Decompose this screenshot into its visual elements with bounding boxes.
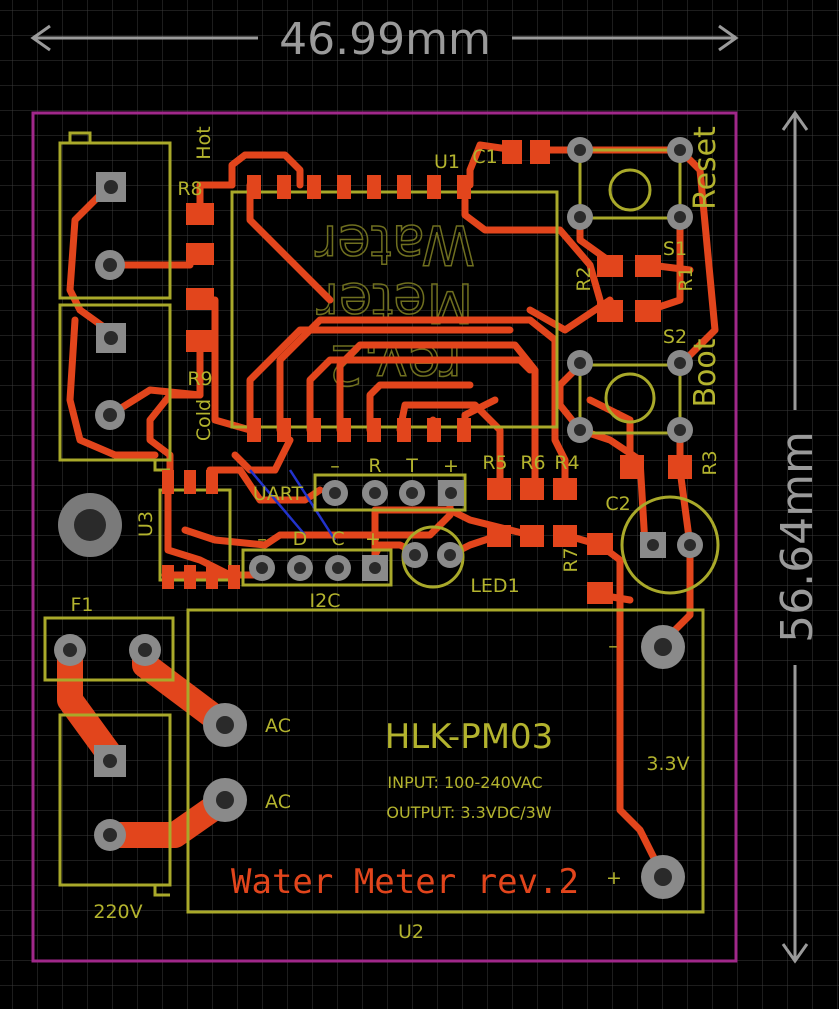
label-c2: C2 xyxy=(605,493,630,515)
label-uart: UART xyxy=(253,483,304,505)
label-ac-1: AC xyxy=(265,715,291,737)
label-r6: R6 xyxy=(520,452,545,474)
label-uart-pin-2: R xyxy=(368,455,381,477)
label-hot: Hot xyxy=(193,126,215,159)
label-r7: R7 xyxy=(560,547,582,572)
board-outline xyxy=(31,111,738,963)
label-u2: U2 xyxy=(398,921,424,943)
label-c1: C1 xyxy=(472,146,497,168)
label-u3: U3 xyxy=(135,511,157,537)
label-r9: R9 xyxy=(187,368,212,390)
label-reset: Reset xyxy=(688,126,723,210)
label-f1: F1 xyxy=(70,594,93,616)
label-r3: R3 xyxy=(699,450,721,475)
svg-text:Meter: Meter xyxy=(316,271,473,334)
label-r4: R4 xyxy=(554,452,579,474)
through-hole-pads xyxy=(54,137,703,899)
label-plus: + xyxy=(606,867,622,889)
label-r5: R5 xyxy=(482,452,507,474)
label-uart-pin-1: – xyxy=(330,455,340,477)
label-i2c: I2C xyxy=(310,590,341,612)
label-cold: Cold xyxy=(193,399,215,441)
board-label: Water Meter rev.2 xyxy=(231,862,579,902)
height-dimension: 56.64mm xyxy=(772,110,823,964)
silkscreen xyxy=(43,131,720,914)
label-boot: Boot xyxy=(688,338,723,407)
label-i2c-pin-4: + xyxy=(365,528,381,550)
label-uart-pin-4: + xyxy=(443,455,459,477)
label-ac-2: AC xyxy=(265,791,291,813)
module-input: INPUT: 100-240VAC xyxy=(387,773,542,792)
label-r1: R1 xyxy=(675,266,697,291)
smd-pads xyxy=(162,140,692,604)
width-dimension: 46.99mm xyxy=(30,14,739,65)
label-r2: R2 xyxy=(573,266,595,291)
component-labels: Hot R8 R9 Cold U1 C1 Reset S1 R1 R2 S2 B… xyxy=(70,126,723,943)
label-s2: S2 xyxy=(663,326,687,348)
label-3v3: 3.3V xyxy=(646,753,689,775)
label-i2c-pin-2: D xyxy=(293,528,308,550)
label-u1: U1 xyxy=(434,151,460,173)
label-uart-pin-3: T xyxy=(405,455,418,477)
width-dimension-text: 46.99mm xyxy=(279,14,491,65)
svg-text:Water: Water xyxy=(314,213,474,276)
label-i2c-pin-3: C xyxy=(331,528,344,550)
module-output: OUTPUT: 3.3VDC/3W xyxy=(386,803,551,822)
label-i2c-pin-1: – xyxy=(257,528,267,550)
label-s1: S1 xyxy=(663,238,687,260)
height-dimension-text: 56.64mm xyxy=(772,431,823,643)
label-led1: LED1 xyxy=(470,575,519,597)
label-220v: 220V xyxy=(93,901,142,923)
label-minus: – xyxy=(608,635,618,657)
label-r8: R8 xyxy=(177,178,202,200)
module-name: HLK-PM03 xyxy=(385,717,554,757)
